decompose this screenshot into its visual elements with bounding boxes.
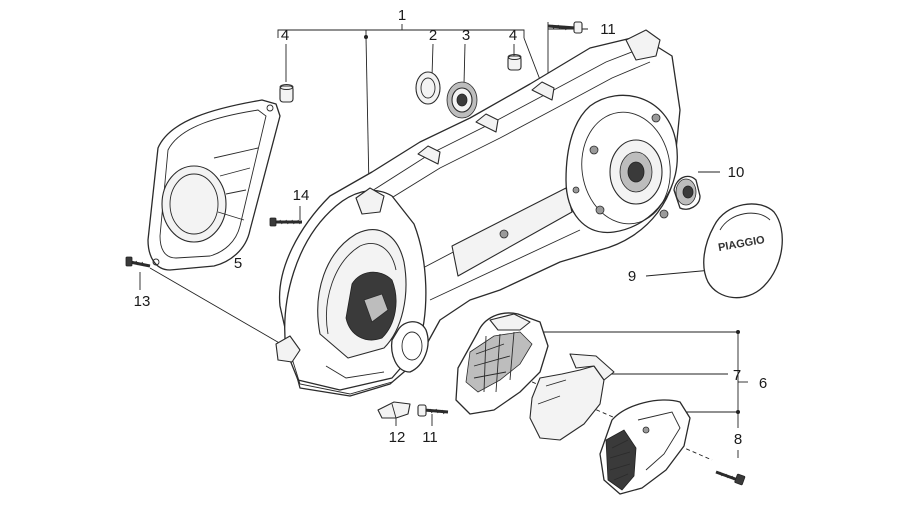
callout-6: 6 [759, 375, 767, 392]
bearing [446, 81, 478, 119]
callout-13: 13 [134, 293, 151, 310]
bushing [673, 175, 701, 210]
callout-11-top: 11 [600, 21, 616, 38]
gasket-plate [147, 99, 281, 271]
intake-housing [599, 399, 691, 495]
callout-8: 8 [734, 431, 742, 448]
callout-2: 2 [429, 27, 437, 44]
screw-8 [715, 470, 746, 486]
callout-5: 5 [234, 255, 242, 272]
callout-4-left: 4 [281, 27, 289, 44]
callout-14: 14 [293, 187, 310, 204]
callout-1: 1 [398, 7, 406, 24]
callout-7: 7 [733, 367, 741, 384]
dowel-pin-right [507, 54, 522, 71]
callout-3: 3 [462, 27, 470, 44]
filter-sponge [529, 353, 615, 441]
screw-11-top [547, 21, 583, 34]
callout-9: 9 [628, 268, 636, 285]
callout-labels: 1 2 3 4 4 5 6 7 8 9 10 11 11 12 13 14 [134, 7, 768, 448]
clip-bracket [377, 401, 411, 419]
screw-14 [269, 217, 302, 227]
callout-4-right: 4 [509, 27, 517, 44]
callout-11-bottom: 11 [422, 429, 438, 446]
intake-cover-shell [455, 312, 549, 415]
screw-13 [125, 256, 151, 268]
oil-seal-ring [415, 71, 441, 105]
screw-11-bottom [417, 404, 449, 417]
dowel-pin-left [279, 84, 294, 103]
transmission-cover [275, 29, 681, 397]
callout-10: 10 [728, 164, 745, 181]
callout-12: 12 [389, 429, 406, 446]
badge-cover: PIAGGIO [703, 203, 783, 299]
